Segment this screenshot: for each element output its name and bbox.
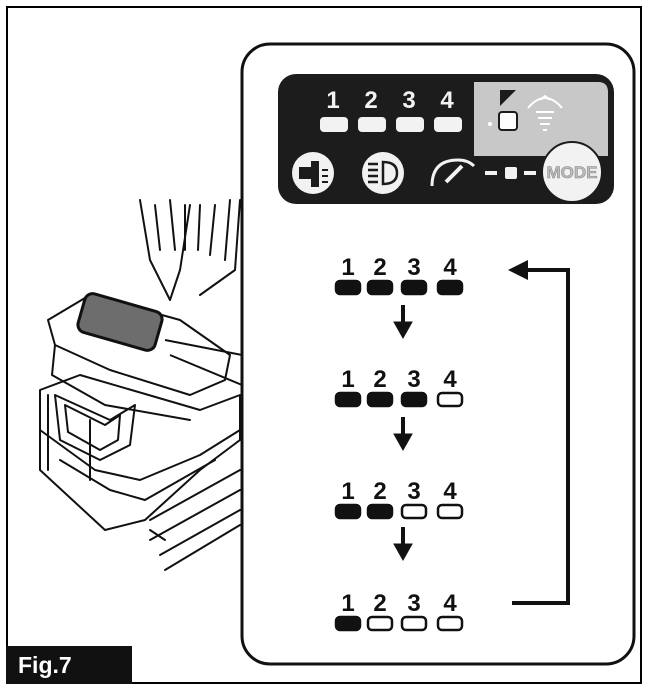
mode-button[interactable]: MODE — [541, 141, 603, 203]
segment-lit — [400, 279, 428, 296]
direction-indicator-icon — [488, 90, 518, 131]
panel-num-4: 4 — [440, 87, 454, 114]
step-level-number: 1 — [341, 366, 354, 393]
segment-unlit — [436, 391, 464, 408]
segment-lit — [334, 615, 362, 632]
segment-unlit — [436, 503, 464, 520]
segment-unlit — [436, 615, 464, 632]
down-arrow-icon — [393, 417, 413, 452]
step-level-number: 2 — [373, 478, 386, 505]
return-loop-arrow — [508, 260, 570, 605]
down-arrow-icon — [393, 305, 413, 340]
mode-label: MODE — [547, 163, 598, 182]
step-level-number: 1 — [341, 254, 354, 281]
panel-num-2: 2 — [364, 87, 377, 114]
speed-steps-indicator — [485, 167, 536, 179]
power-tool-illustration — [39, 199, 241, 571]
segment-lit — [436, 279, 464, 296]
step-level-number: 4 — [443, 254, 457, 281]
panel-segment-3 — [396, 117, 424, 132]
light-beam-icon — [299, 161, 328, 187]
led-light-icon — [368, 160, 399, 186]
panel-num-1: 1 — [326, 87, 339, 114]
segment-lit — [400, 391, 428, 408]
bit-rotation-icon — [527, 94, 563, 131]
step-level-number: 2 — [373, 366, 386, 393]
step-level-number: 4 — [443, 478, 457, 505]
panel-segment-2 — [358, 117, 386, 132]
step-level-number: 3 — [407, 478, 420, 505]
panel-num-3: 3 — [402, 87, 415, 114]
step-level-number: 3 — [407, 254, 420, 281]
step-level-number: 1 — [341, 590, 354, 617]
figure-label: Fig.7 — [6, 646, 132, 684]
light-beam-button[interactable] — [292, 152, 334, 194]
tool-switch-panel — [76, 292, 164, 352]
down-arrow-icon — [393, 527, 413, 562]
segment-lit — [366, 279, 394, 296]
callout-leader — [164, 339, 243, 386]
step-level-number: 4 — [443, 366, 457, 393]
panel-segment-4 — [434, 117, 462, 132]
panel-segment-1 — [320, 117, 348, 132]
left-arrow-icon — [508, 260, 528, 280]
panel-level-numbers: 1 2 3 4 — [326, 87, 454, 114]
segment-lit — [334, 279, 362, 296]
step-level-number: 2 — [373, 254, 386, 281]
step-level-number: 3 — [407, 366, 420, 393]
segment-lit — [366, 503, 394, 520]
panel-level-segments — [320, 117, 462, 132]
segment-lit — [334, 391, 362, 408]
segment-unlit — [400, 615, 428, 632]
segment-lit — [366, 391, 394, 408]
step-level-number: 3 — [407, 590, 420, 617]
sequence-arrows — [393, 305, 413, 562]
led-light-button[interactable] — [362, 152, 404, 194]
speed-gauge-icon — [430, 158, 476, 187]
step-level-number: 2 — [373, 590, 386, 617]
step-level-number: 4 — [443, 590, 457, 617]
segment-lit — [334, 503, 362, 520]
step-level-number: 1 — [341, 478, 354, 505]
segment-unlit — [366, 615, 394, 632]
segment-unlit — [400, 503, 428, 520]
